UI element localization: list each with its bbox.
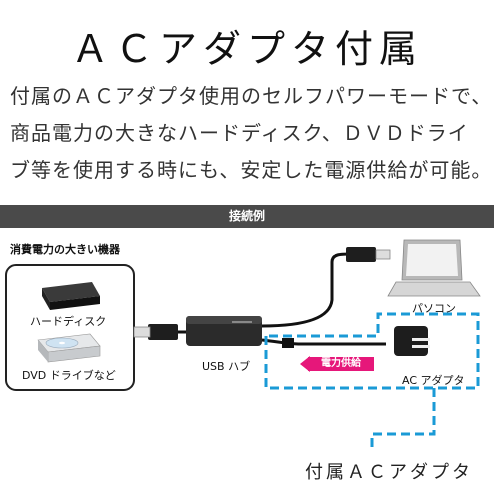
- adapter-caption: 付属ＡＣアダプタ: [305, 462, 473, 483]
- hdd-label: ハードディスク: [30, 315, 107, 328]
- laptop-icon: [387, 239, 481, 297]
- device-group-label: 消費電力の大きい機器: [10, 243, 120, 256]
- section-band: [0, 205, 494, 228]
- adapter-label: AC アダプタ: [402, 374, 465, 387]
- power-arrow: [300, 356, 310, 372]
- adapter-dashed-outline: [264, 312, 480, 390]
- pc-usb-plug: [346, 247, 376, 262]
- section-band-label: 接続例: [228, 209, 265, 223]
- description: 付属のＡＣアダプタ使用のセルフパワーモードで、 商品電力の大きなハードディスク、…: [10, 78, 493, 189]
- description-line-1: 付属のＡＣアダプタ使用のセルフパワーモードで、: [10, 84, 493, 108]
- adapter-cable: [261, 338, 386, 346]
- page-title: ＡＣアダプタ付属: [70, 27, 423, 71]
- dvd-drive-icon: [37, 333, 101, 363]
- hub-to-pc-cable: [261, 252, 353, 328]
- hdd-icon: [42, 282, 100, 310]
- description-line-3: ブ等を使用する時にも、安定した電源供給が可能。: [10, 158, 493, 182]
- pc-label: パソコン: [412, 302, 456, 315]
- dvd-label: DVD ドライブなど: [22, 369, 116, 382]
- description-line-2: 商品電力の大きなハードディスク、ＤＶＤドライ: [10, 121, 469, 145]
- hub-label: USB ハブ: [202, 360, 251, 373]
- power-supply-badge: 電力供給: [308, 357, 374, 371]
- caption-dashed-pointer: [370, 388, 436, 450]
- usb-hub-icon: [186, 316, 262, 346]
- ac-adapter-icon: [394, 326, 430, 356]
- device-usb-plug: [148, 324, 178, 340]
